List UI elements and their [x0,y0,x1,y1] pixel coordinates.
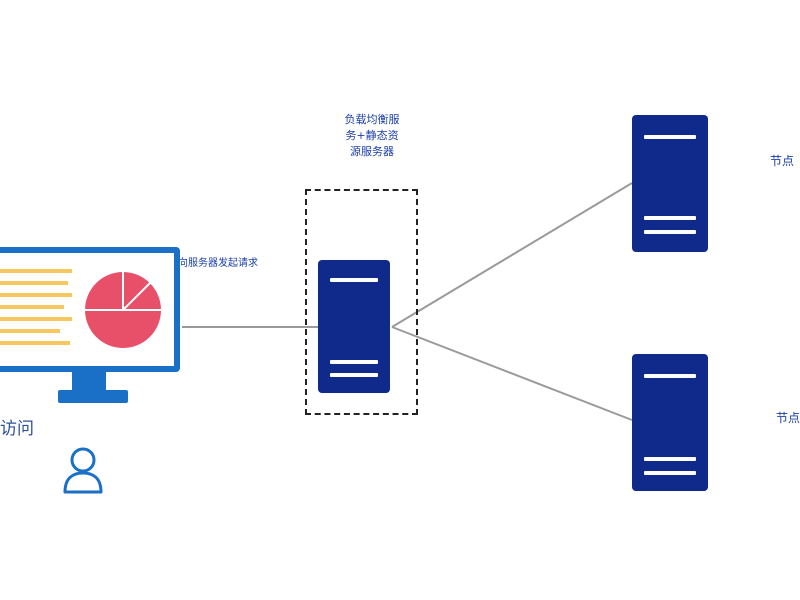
balancer-group-boundary [305,189,418,415]
document-line [0,281,68,285]
balancer-title: 负载均衡服 务+静态资 源服务器 [312,112,432,160]
connector-balancer-to-node2 [391,326,633,421]
monitor-base [58,390,128,403]
balancer-title-line: 务+静态资 [345,129,399,142]
server-icon [632,115,708,252]
server-slot [330,373,378,377]
server-slot [644,374,696,378]
server-slot [330,360,378,364]
request-label: 向服务器发起请求 [178,258,258,269]
document-line [0,293,72,297]
node1-label: 节点 [770,154,795,168]
document-line [0,329,60,333]
visit-label: 访问 [0,419,34,439]
server-slot [644,457,696,461]
monitor-icon [0,247,180,372]
user-icon [63,447,103,494]
document-line [0,317,72,321]
monitor-stand [72,372,106,390]
server-icon [318,260,390,393]
balancer-title-line: 负载均衡服 [344,113,400,126]
pie-chart-icon [85,272,161,348]
server-slot [330,278,378,282]
document-line [0,269,72,273]
balancer-title-line: 源服务器 [350,145,394,158]
connector-balancer-to-node1 [391,182,633,328]
server-slot [644,230,696,234]
server-slot [644,135,696,139]
server-slot [644,216,696,220]
server-icon [632,354,708,491]
server-slot [644,471,696,475]
document-line [0,341,70,345]
document-line [0,305,64,309]
node2-label: 节点 [776,411,800,425]
